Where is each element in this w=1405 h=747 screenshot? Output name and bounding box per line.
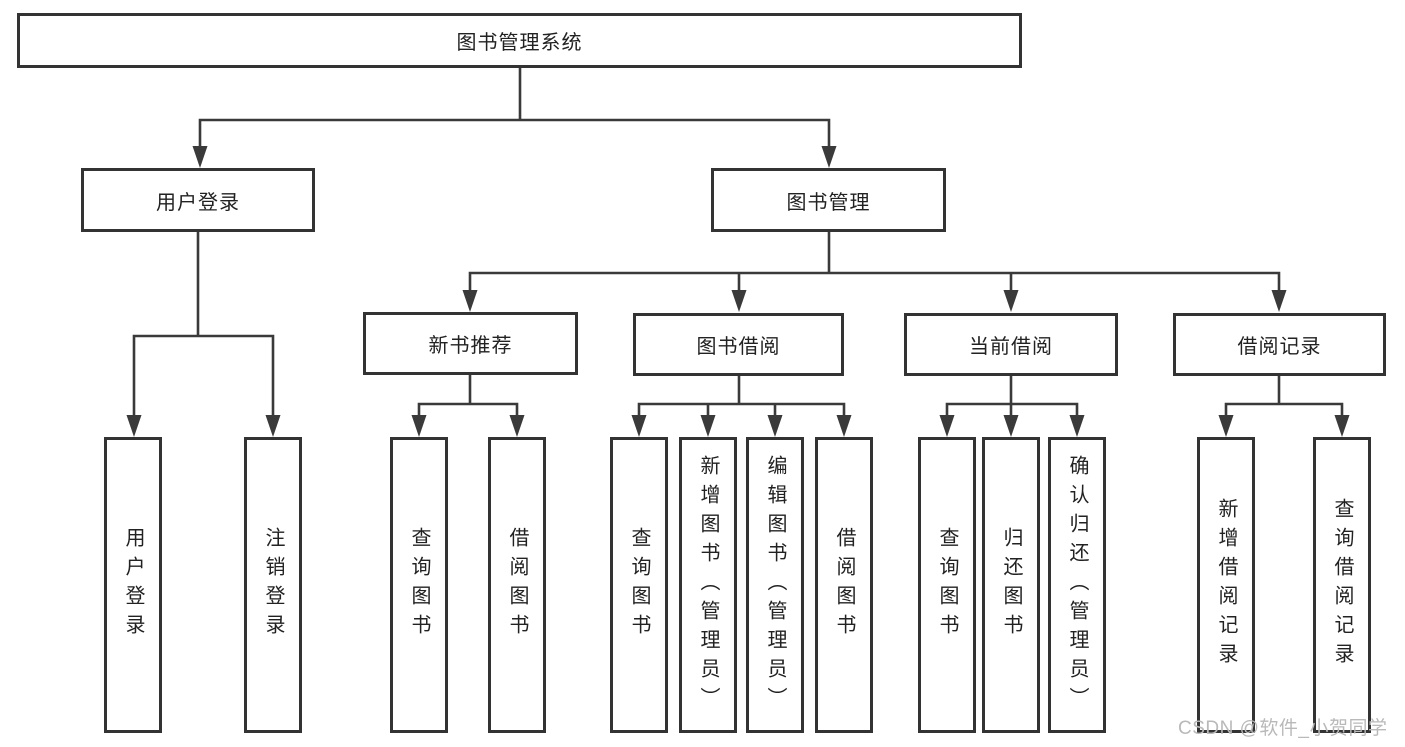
connector-book-management-bracket xyxy=(468,271,1281,294)
arrowhead xyxy=(509,415,525,437)
leaf-query-borrow-record: 查询借阅记录 xyxy=(1313,437,1371,733)
leaf-user-login: 用户登录 xyxy=(104,437,162,733)
leaf-query-books-recommend: 查询图书 xyxy=(390,437,448,733)
node-library-management-system: 图书管理系统 xyxy=(17,13,1022,68)
leaf-label: 查询图书 xyxy=(628,527,650,643)
node-book-borrowing: 图书借阅 xyxy=(633,313,844,376)
arrowhead xyxy=(731,290,747,312)
leaf-borrow-books: 借阅图书 xyxy=(815,437,873,733)
connector-user-login-bracket xyxy=(132,334,275,419)
arrowhead xyxy=(126,415,142,437)
node-label: 借阅记录 xyxy=(1237,336,1322,358)
arrowhead xyxy=(1334,415,1350,437)
connector-records-bracket xyxy=(1224,402,1344,419)
leaf-label: 编辑图书（管理员） xyxy=(764,454,786,716)
leaf-label: 查询图书 xyxy=(936,527,958,643)
arrowhead xyxy=(411,415,427,437)
leaf-confirm-return-admin: 确认归还（管理员） xyxy=(1048,437,1106,733)
leaf-label: 查询借阅记录 xyxy=(1331,498,1353,672)
leaf-edit-books-admin: 编辑图书（管理员） xyxy=(746,437,804,733)
arrowhead xyxy=(1271,290,1287,312)
node-label: 新书推荐 xyxy=(428,335,513,357)
leaf-query-books-borrowing: 查询图书 xyxy=(610,437,668,733)
leaf-label: 新增图书（管理员） xyxy=(697,454,719,716)
connector-root-bracket xyxy=(198,118,831,150)
leaf-add-borrow-record: 新增借阅记录 xyxy=(1197,437,1255,733)
leaf-label: 归还图书 xyxy=(1000,527,1022,643)
leaf-logout: 注销登录 xyxy=(244,437,302,733)
arrowhead xyxy=(821,146,837,168)
arrowhead xyxy=(1003,290,1019,312)
leaf-label: 确认归还（管理员） xyxy=(1066,454,1088,716)
connector-borrowing-bracket xyxy=(637,402,846,419)
leaf-label: 新增借阅记录 xyxy=(1215,498,1237,672)
leaf-label: 注销登录 xyxy=(262,527,284,643)
node-new-book-recommendation: 新书推荐 xyxy=(363,312,578,375)
leaf-label: 查询图书 xyxy=(408,527,430,643)
node-label: 用户登录 xyxy=(156,191,240,214)
arrowhead xyxy=(192,146,208,168)
node-label: 当前借阅 xyxy=(969,336,1053,358)
leaf-query-books-current: 查询图书 xyxy=(918,437,976,733)
node-user-login: 用户登录 xyxy=(81,168,315,232)
leaf-label: 借阅图书 xyxy=(833,527,855,643)
arrowhead xyxy=(265,415,281,437)
arrowhead xyxy=(631,415,647,437)
leaf-add-books-admin: 新增图书（管理员） xyxy=(679,437,737,733)
csdn-watermark: CSDN @软件_小贺同学 xyxy=(1178,718,1388,739)
arrowhead xyxy=(1069,415,1085,437)
arrowhead xyxy=(1218,415,1234,437)
arrowhead xyxy=(700,415,716,437)
connector-current-bracket xyxy=(945,402,1079,419)
arrowhead xyxy=(836,415,852,437)
arrowhead xyxy=(939,415,955,437)
node-label: 图书借阅 xyxy=(696,336,781,358)
arrowhead xyxy=(767,415,783,437)
node-label: 图书管理系统 xyxy=(456,32,583,54)
arrowhead xyxy=(462,290,478,312)
node-current-borrowing: 当前借阅 xyxy=(904,313,1118,376)
leaf-label: 借阅图书 xyxy=(506,527,528,643)
connector-recommend-bracket xyxy=(417,402,519,419)
arrowhead xyxy=(1003,415,1019,437)
leaf-label: 用户登录 xyxy=(122,527,144,643)
leaf-borrow-books-recommend: 借阅图书 xyxy=(488,437,546,733)
node-book-management: 图书管理 xyxy=(711,168,946,232)
node-label: 图书管理 xyxy=(786,191,871,214)
leaf-return-books: 归还图书 xyxy=(982,437,1040,733)
node-borrowing-records: 借阅记录 xyxy=(1173,313,1386,376)
